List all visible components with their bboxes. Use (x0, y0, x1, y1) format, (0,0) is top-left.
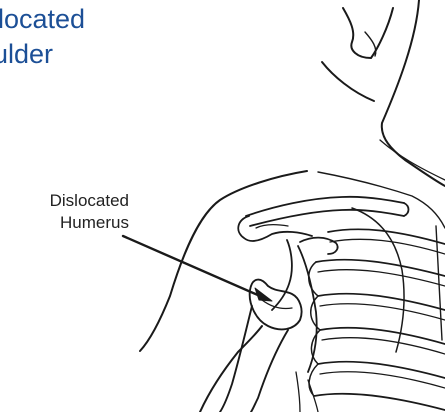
shoulder-top-contour (140, 171, 307, 351)
clavicle-end (404, 203, 409, 216)
clavicle-lower-edge (250, 210, 404, 226)
glenoid-cavity (272, 240, 292, 310)
neck-outline (380, 0, 445, 186)
neck-back-line (382, 0, 445, 186)
humerus-shaft-inner (251, 330, 288, 412)
rib-3 (318, 294, 445, 310)
rib-4-inner (322, 338, 445, 354)
clavicle-upper-edge (246, 197, 404, 216)
clavicle-bone (246, 197, 409, 226)
rib-1-inner (330, 239, 445, 254)
arm-outline (140, 171, 445, 412)
acromion-inner (256, 225, 288, 228)
humerus-shaft-outer (220, 306, 252, 412)
rib-2 (316, 260, 445, 276)
rib-cage (309, 229, 445, 410)
armpit-contour (200, 326, 262, 412)
jaw-line (322, 62, 374, 101)
humeral-head (250, 280, 302, 330)
rib-6 (314, 394, 445, 410)
head-back-contour (343, 8, 393, 58)
pointer-arrowhead (255, 288, 272, 301)
rib-5 (318, 362, 445, 378)
lower-sketch-lines (296, 372, 318, 412)
coracoid-process (300, 238, 338, 254)
rib-5-inner (320, 372, 445, 388)
pointer-line (123, 236, 260, 296)
rib-2-inner (318, 270, 445, 286)
head-outline (322, 8, 393, 101)
sketch-line-1 (296, 372, 300, 412)
rib-3-inner (320, 304, 445, 320)
rib-4 (320, 328, 445, 344)
